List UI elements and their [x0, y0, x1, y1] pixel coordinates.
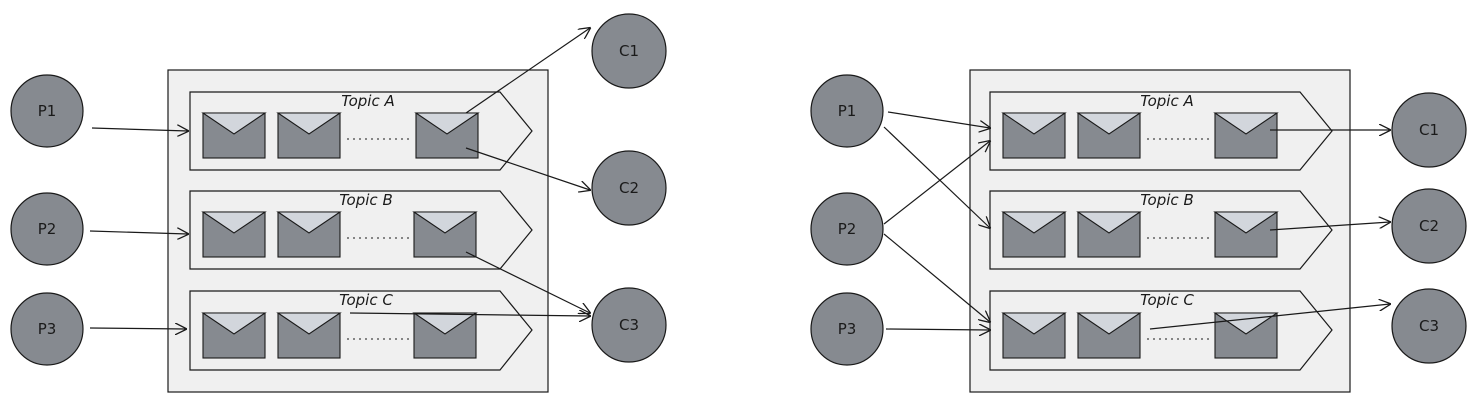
arrow-topic-c-c3: [1149, 304, 1390, 330]
arrow-topic-b-c2: [1269, 222, 1390, 231]
envelope-icon: [201, 312, 267, 359]
right-topic-c-arrow-shape: [989, 290, 1333, 371]
left-consumer-c1-label: C1: [619, 42, 639, 60]
arrow-topic-b-c3: [465, 251, 590, 313]
envelope-icon: [412, 312, 478, 359]
arrow-topic-a-c2: [465, 147, 590, 190]
right-producer-p2: P2: [810, 192, 884, 266]
left-topic-a: Topic A: [189, 91, 533, 171]
left-producer-p3: P3: [10, 292, 84, 366]
left-producer-p3-label: P3: [38, 320, 57, 338]
right-consumer-c1-label: C1: [1419, 121, 1439, 139]
right-diagram: Topic A Topic B: [810, 69, 1467, 393]
envelope-icon: [1213, 211, 1279, 258]
right-producer-p3: P3: [810, 292, 884, 366]
envelope-icon: [1001, 312, 1067, 359]
right-arrows: [883, 111, 1390, 330]
arrow-p2-topic-a: [883, 141, 990, 225]
left-topic-b: Topic B: [189, 190, 533, 270]
envelope-icon: [276, 312, 342, 359]
right-consumer-c1: C1: [1391, 92, 1467, 168]
right-consumer-c2: C2: [1391, 188, 1467, 264]
right-consumer-c3-label: C3: [1419, 317, 1439, 335]
right-producer-p1-label: P1: [838, 102, 857, 120]
left-topic-c-arrow-shape: [189, 290, 533, 371]
envelope-icon: [201, 211, 267, 258]
arrow-p3-topic-c: [885, 329, 990, 330]
right-topic-a-label: Topic A: [1140, 92, 1193, 110]
left-topic-c: Topic C: [189, 290, 533, 371]
left-consumer-c2-label: C2: [619, 179, 639, 197]
arrow-p1-topic-a: [887, 111, 990, 128]
right-topic-b-arrow-shape: [989, 190, 1333, 270]
left-arrows: [89, 28, 590, 329]
envelope-icon: [412, 211, 478, 258]
left-diagram: Topic A Topic B: [10, 13, 667, 393]
arrow-p1-topic-b: [883, 126, 990, 228]
left-topic-b-arrow-shape: [189, 190, 533, 270]
envelope-icon: [1076, 211, 1142, 258]
envelope-icon: [1076, 312, 1142, 359]
arrow-p2-topic-b: [89, 231, 188, 234]
envelope-icon: [414, 112, 480, 159]
left-producer-p2: P2: [10, 192, 84, 266]
left-producer-p2-label: P2: [38, 220, 57, 238]
envelope-icon: [201, 112, 267, 159]
right-topic-b: Topic B: [989, 190, 1333, 270]
left-topic-b-label: Topic B: [339, 191, 392, 209]
left-producer-p1-label: P1: [38, 102, 57, 120]
left-consumer-c1: C1: [591, 13, 667, 89]
right-producer-p3-label: P3: [838, 320, 857, 338]
right-producer-p2-label: P2: [838, 220, 857, 238]
right-topic-a: Topic A: [989, 91, 1333, 171]
envelope-icon: [1213, 312, 1279, 359]
right-topic-c: Topic C: [989, 290, 1333, 371]
envelope-icon: [1076, 112, 1142, 159]
envelope-icon: [1001, 112, 1067, 159]
envelope-icon: [1001, 211, 1067, 258]
right-topic-a-arrow-shape: [989, 91, 1333, 171]
left-topic-a-arrow-shape: [189, 91, 533, 171]
envelope-icon: [276, 112, 342, 159]
left-producer-p1: P1: [10, 74, 84, 148]
right-topic-c-label: Topic C: [1140, 291, 1194, 309]
left-topic-c-label: Topic C: [339, 291, 393, 309]
right-topic-b-label: Topic B: [1140, 191, 1193, 209]
arrow-p3-topic-c: [89, 328, 186, 329]
right-consumer-c3: C3: [1391, 288, 1467, 364]
right-producer-p1: P1: [810, 74, 884, 148]
arrow-topic-c-c3: [349, 313, 590, 316]
right-consumer-c2-label: C2: [1419, 217, 1439, 235]
arrow-p2-topic-c: [883, 233, 990, 322]
envelope-icon: [276, 211, 342, 258]
arrow-topic-a-c1: [465, 28, 590, 114]
arrow-p1-topic-a: [91, 128, 188, 131]
left-consumer-c3-label: C3: [619, 316, 639, 334]
left-consumer-c2: C2: [591, 150, 667, 226]
envelope-icon: [1213, 112, 1279, 159]
left-topic-a-label: Topic A: [341, 92, 394, 110]
left-consumer-c3: C3: [591, 287, 667, 363]
